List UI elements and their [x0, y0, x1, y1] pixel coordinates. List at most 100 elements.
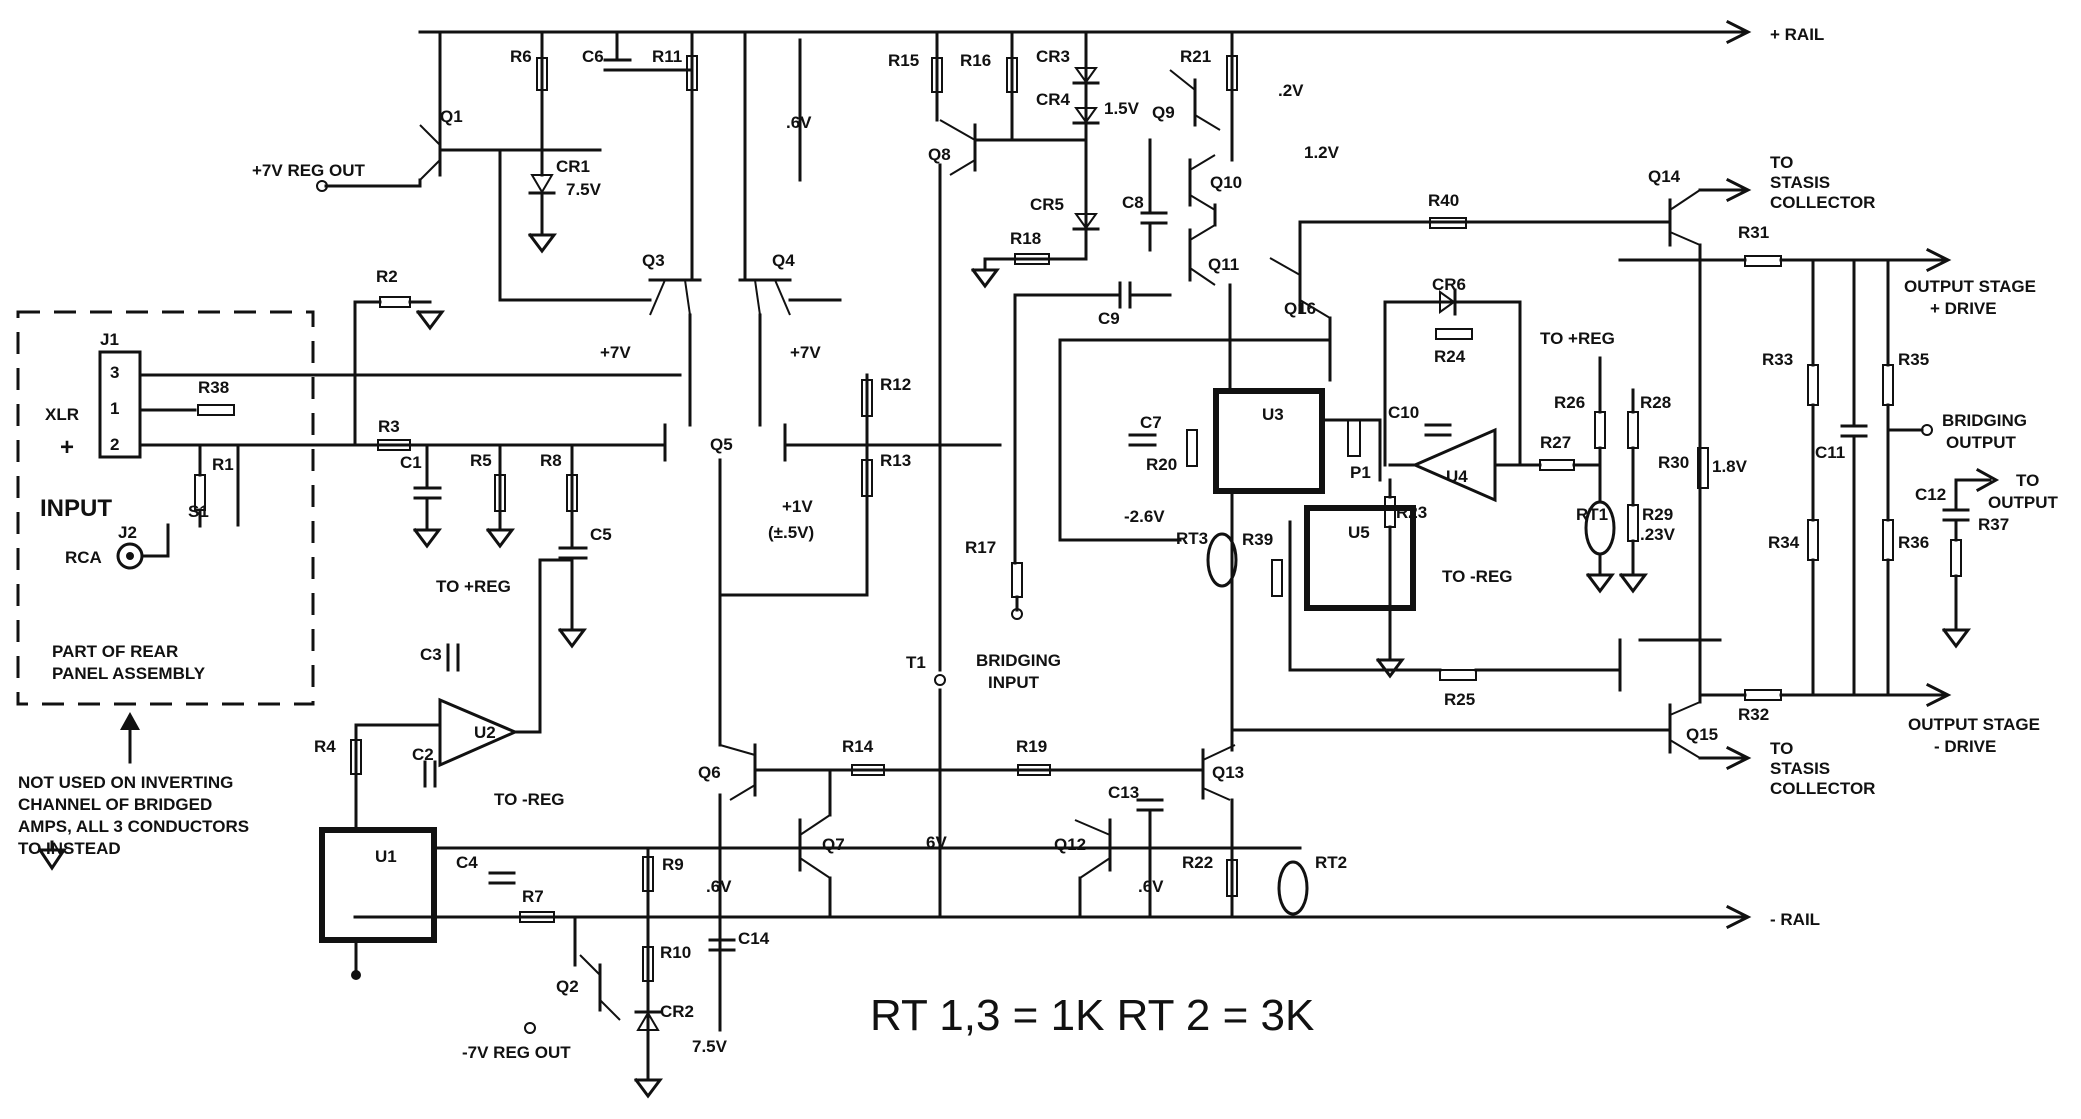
- r20-label: R20: [1146, 455, 1177, 474]
- j1-connector: [98, 350, 142, 459]
- r17-label: R17: [965, 538, 996, 557]
- note-line1: NOT USED ON INVERTING: [18, 773, 233, 792]
- c13-label: C13: [1108, 783, 1139, 802]
- r1-label: R1: [212, 455, 234, 474]
- pin1-label: 1: [110, 399, 119, 418]
- voltage-02v: .2V: [1278, 81, 1304, 100]
- r34-label: R34: [1768, 533, 1800, 552]
- r21-label: R21: [1180, 47, 1211, 66]
- r24-label: R24: [1434, 347, 1466, 366]
- q4-label: Q4: [772, 251, 795, 270]
- r25-label: R25: [1444, 690, 1475, 709]
- u4-pos-reg-label: TO +REG: [1540, 329, 1615, 348]
- r38-label: R38: [198, 378, 229, 397]
- ground-icon: [37, 840, 67, 871]
- bridging-input-line1: BRIDGING: [976, 651, 1061, 670]
- pin3-label: 3: [110, 363, 119, 382]
- transistor-q12: [1074, 818, 1112, 879]
- q16-label: Q16: [1284, 299, 1316, 318]
- thermistor-rt3: [1206, 532, 1238, 588]
- u3-label: U3: [1262, 405, 1284, 424]
- to-output-line2: OUTPUT: [1988, 493, 2059, 512]
- xlr-label: XLR: [45, 405, 79, 424]
- r30-label: R30: [1658, 453, 1689, 472]
- zener-voltage-bottom: 7.5V: [692, 1037, 728, 1056]
- q14-label: Q14: [1648, 167, 1681, 186]
- rt1-label: RT1: [1576, 505, 1608, 524]
- voltage-023v: .23V: [1640, 525, 1676, 544]
- ground-icon: [415, 309, 445, 331]
- u4-label: U4: [1446, 467, 1468, 486]
- voltage-26v: -2.6V: [1124, 507, 1165, 526]
- c6-label: C6: [582, 47, 604, 66]
- output-neg-line2: - DRIVE: [1934, 737, 1996, 756]
- pin2-label: 2: [110, 435, 119, 454]
- rear-panel-boundary: [16, 310, 315, 706]
- transistor-q14: [1668, 189, 1701, 247]
- c3-label: C3: [420, 645, 442, 664]
- pos-reg-out-label: +7V REG OUT: [252, 161, 366, 180]
- voltage-12v: 1.2V: [1304, 143, 1340, 162]
- bridging-output-line2: OUTPUT: [1946, 433, 2017, 452]
- r26-label: R26: [1554, 393, 1585, 412]
- r39-label: R39: [1242, 530, 1273, 549]
- c4-label: C4: [456, 853, 478, 872]
- thermistor-values-note: RT 1,3 = 1K RT 2 = 3K: [870, 991, 1314, 1040]
- cr6-label: CR6: [1432, 275, 1466, 294]
- r32-label: R32: [1738, 705, 1769, 724]
- r4-label: R4: [314, 737, 336, 756]
- u1-optocoupler: [319, 827, 437, 943]
- transistor-q11: [1188, 224, 1216, 286]
- q11-label: Q11: [1208, 255, 1239, 274]
- cr3-label: CR3: [1036, 47, 1070, 66]
- r11-label: R11: [652, 47, 682, 66]
- u2-neg-reg-label: TO -REG: [494, 790, 565, 809]
- panel-label-line2: PANEL ASSEMBLY: [52, 664, 206, 683]
- voltage-plus7-left: +7V: [600, 343, 631, 362]
- cr4-label: CR4: [1036, 90, 1071, 109]
- zener-diode-icon: [528, 174, 556, 195]
- panel-label-line1: PART OF REAR: [52, 642, 178, 661]
- r29-label: R29: [1642, 505, 1673, 524]
- r9-label: R9: [662, 855, 684, 874]
- q1-label: Q1: [440, 107, 463, 126]
- c9-label: C9: [1098, 309, 1120, 328]
- stasis-bottom-line2: STASIS: [1770, 759, 1830, 778]
- input-label: INPUT: [40, 495, 112, 522]
- transistor-q3: [648, 278, 702, 316]
- r19-label: R19: [1016, 737, 1047, 756]
- t1-label: T1: [906, 653, 926, 672]
- output-neg-line1: OUTPUT STAGE: [1908, 715, 2040, 734]
- p1-label: P1: [1350, 463, 1371, 482]
- r5-label: R5: [470, 451, 492, 470]
- plus-sign: +: [60, 434, 74, 461]
- stasis-top-line3: COLLECTOR: [1770, 193, 1875, 212]
- stasis-top-line2: STASIS: [1770, 173, 1830, 192]
- voltage-15v: 1.5V: [1104, 99, 1140, 118]
- q15-label: Q15: [1686, 725, 1718, 744]
- rca-label: RCA: [65, 548, 102, 567]
- output-pos-line2: + DRIVE: [1930, 299, 1997, 318]
- positive-rail: [418, 19, 1752, 45]
- note-line2: CHANNEL OF BRIDGED: [18, 795, 212, 814]
- r14-label: R14: [842, 737, 874, 756]
- u1-label: U1: [375, 847, 397, 866]
- r33-label: R33: [1762, 350, 1793, 369]
- q7-label: Q7: [822, 835, 845, 854]
- r28-label: R28: [1640, 393, 1671, 412]
- c2-label: C2: [412, 745, 434, 764]
- voltage-18v: 1.8V: [1712, 457, 1748, 476]
- u4-neg-reg-label: TO -REG: [1442, 567, 1513, 586]
- transistor-q2: [579, 954, 621, 1021]
- c10-label: C10: [1388, 403, 1419, 422]
- r22-label: R22: [1182, 853, 1213, 872]
- c11-label: C11: [1815, 443, 1845, 462]
- j1-label: J1: [100, 330, 119, 349]
- q12-label: Q12: [1054, 835, 1086, 854]
- transistor-q10: [1188, 154, 1216, 211]
- bridging-output-line1: BRIDGING: [1942, 411, 2027, 430]
- transistor-q13: [1201, 744, 1236, 801]
- positive-rail-label: + RAIL: [1770, 25, 1824, 44]
- transistor-q4: [738, 278, 792, 316]
- r15-label: R15: [888, 51, 919, 70]
